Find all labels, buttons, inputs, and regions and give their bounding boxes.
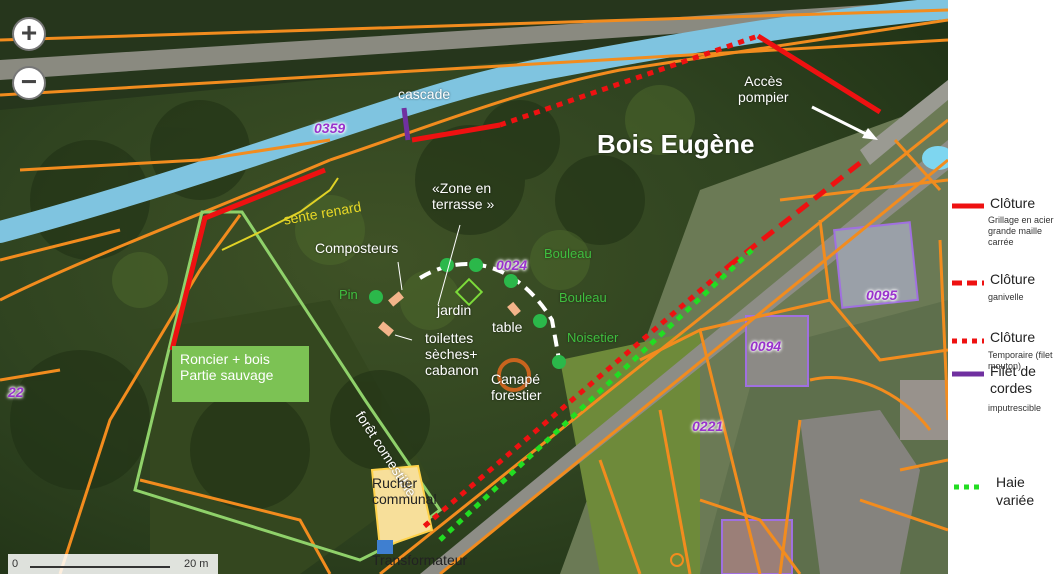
fence-ganivelle [728, 161, 862, 267]
sente-renard [221, 177, 339, 251]
map-view[interactable]: cascade Accès pompier Bois Eugène sente … [0, 0, 948, 574]
label-canape: Canapé forestier [491, 371, 542, 404]
legend-swatch-purple [952, 371, 984, 377]
legend-subtitle: imputrescible [988, 403, 1042, 413]
zoom-in-button[interactable]: + [12, 17, 46, 51]
legend-title: Filet de cordes [990, 363, 1036, 396]
scale-zero: 0 [12, 558, 19, 570]
roncier-box [172, 346, 309, 402]
legend: Clôture Grillage en acier grande maille … [948, 0, 1056, 574]
parcel-label: 0094 [750, 338, 782, 354]
legend-title: Clôture [990, 271, 1036, 287]
label-roncier: Roncier + bois Partie sauvage [180, 351, 274, 384]
label-jardin: jardin [437, 302, 472, 318]
legend-subtitle: ganivelle [988, 292, 1024, 302]
scale-label: 20 m [184, 558, 209, 570]
tree-label-noisetier: Noisetier [567, 330, 619, 345]
trees [369, 258, 566, 369]
map-canvas [0, 0, 948, 574]
parcel-label: 0095 [866, 287, 898, 303]
parcel-label: 0359 [314, 120, 346, 136]
label-zone-terrasse: «Zone en terrasse » [432, 180, 495, 213]
label-toilettes: toilettes sèches+ cabanon [425, 330, 479, 379]
parcel-label: 0221 [692, 418, 724, 434]
tree-label-bouleau-1: Bouleau [544, 246, 592, 261]
legend-title: Clôture [990, 329, 1036, 345]
scale-line [30, 566, 170, 568]
label-transformateur: Transformateur [372, 552, 468, 568]
label-rucher: Rucher communal [372, 475, 437, 508]
legend-swatch-dotted-red [952, 338, 984, 344]
parcel-label: 22 [8, 384, 24, 400]
rucher-area [370, 464, 434, 550]
canape-marker [497, 358, 531, 392]
filet-cordes [401, 107, 411, 141]
fence-grillage [169, 33, 882, 351]
jardin-marker [454, 277, 484, 307]
map-title: Bois Eugène [597, 129, 755, 159]
legend-swatch-dotted-green [954, 484, 984, 490]
parcel-label: 0024 [496, 257, 528, 273]
terrasse-arc [418, 262, 562, 366]
scale-bar: 0 20 m [8, 554, 218, 574]
label-acces-pompier: Accès pompier [738, 73, 789, 106]
legend-title: Clôture [990, 195, 1036, 211]
label-cascade: cascade [398, 86, 451, 102]
legend-swatch-dashed-red [952, 280, 984, 286]
zoom-out-button[interactable]: − [12, 66, 46, 100]
river [0, 0, 948, 243]
tree-label-pin: Pin [339, 287, 358, 302]
legend-swatch-solid-red [952, 203, 984, 209]
tree-label-bouleau-2: Bouleau [559, 290, 607, 305]
legend-title: Haie variée [996, 474, 1035, 508]
label-table: table [492, 319, 523, 335]
houses [721, 146, 948, 574]
legend-subtitle: Temporaire (filet mouton) [988, 350, 1053, 371]
legend-subtitle: Grillage en acier grande maille carrée [988, 215, 1054, 247]
label-composteurs: Composteurs [315, 240, 399, 256]
fence-temporaire [411, 33, 759, 532]
transformer-box [377, 540, 393, 554]
road [420, 140, 948, 574]
cadastral-boundaries [0, 8, 948, 574]
